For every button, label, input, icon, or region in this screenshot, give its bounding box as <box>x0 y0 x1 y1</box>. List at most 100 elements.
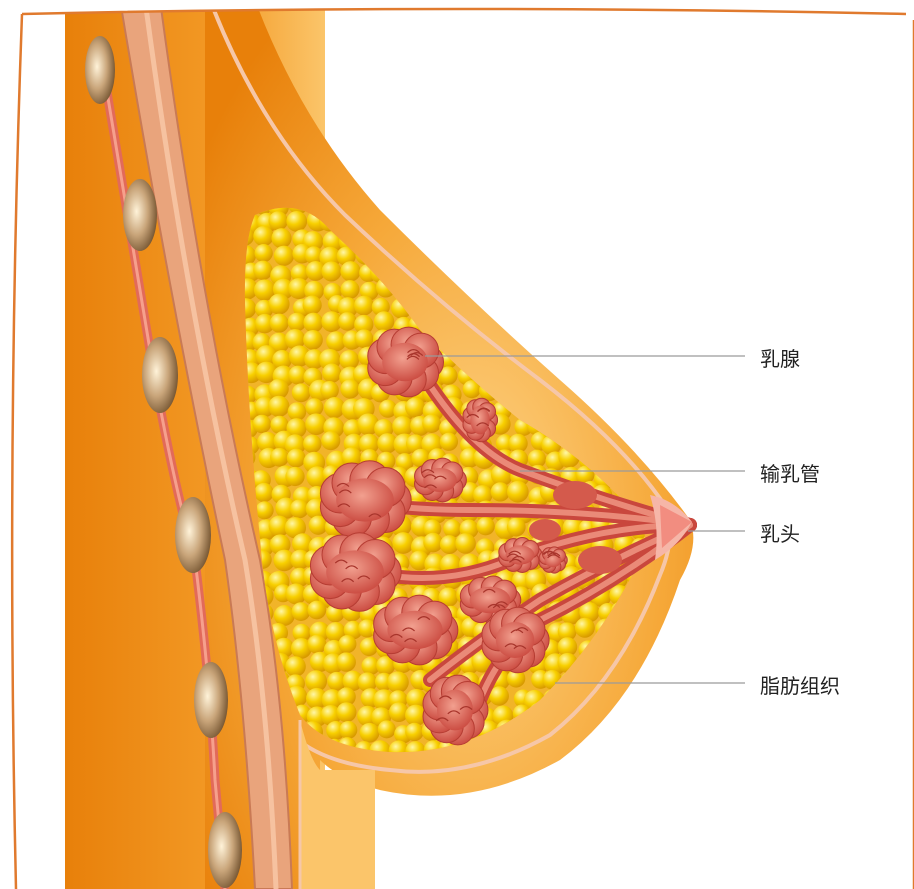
illustration-body <box>65 0 693 889</box>
fat-globule <box>648 298 666 316</box>
fat-globule <box>496 281 518 303</box>
fat-globule <box>580 334 599 353</box>
fat-globule <box>524 295 546 317</box>
fat-globule <box>597 312 618 333</box>
fat-globule <box>337 652 356 671</box>
fat-globule <box>644 263 662 281</box>
fat-globule <box>274 246 294 266</box>
fat-globule <box>507 518 526 537</box>
fat-globule <box>542 211 560 229</box>
fat-globule <box>253 415 271 433</box>
label-duct: 输乳管 <box>760 458 820 487</box>
fat-globule <box>645 702 667 724</box>
fat-globule <box>473 248 493 268</box>
fat-globule <box>578 279 599 300</box>
fat-globule <box>613 210 635 232</box>
fat-globule <box>512 316 533 337</box>
gland-lobule <box>423 675 488 745</box>
fat-globule <box>529 332 550 353</box>
fat-globule <box>627 720 648 741</box>
fat-globule <box>632 366 654 388</box>
fat-globule <box>578 740 599 761</box>
label-gland: 乳腺 <box>760 343 800 372</box>
fat-globule <box>338 635 356 653</box>
fat-globule <box>496 248 515 267</box>
fat-globule <box>613 397 632 416</box>
fat-globule <box>650 652 669 671</box>
fat-globule <box>549 230 567 248</box>
fat-globule <box>303 435 321 453</box>
fat-globule <box>285 656 306 677</box>
fat-globule <box>493 210 512 229</box>
fat-globule <box>254 483 273 502</box>
fat-globule <box>492 265 510 283</box>
fat-globule <box>340 379 359 398</box>
fat-globule <box>530 280 551 301</box>
fat-globule <box>388 194 408 214</box>
fat-globule <box>508 279 528 299</box>
fat-globule <box>269 294 290 315</box>
fat-globule <box>612 195 631 214</box>
fat-globule <box>285 467 304 486</box>
fat-globule <box>374 311 394 331</box>
fat-globule <box>491 298 510 317</box>
fat-globule <box>559 298 581 320</box>
fat-globule <box>557 245 578 266</box>
fat-globule <box>615 738 633 756</box>
fat-globule <box>545 193 563 211</box>
fat-globule <box>631 213 650 232</box>
fat-globule <box>594 742 613 761</box>
fat-globule <box>395 212 413 230</box>
fat-globule <box>594 262 616 284</box>
fat-globule <box>292 383 311 402</box>
fat-globule <box>531 247 550 266</box>
fat-globule <box>564 331 586 353</box>
fat-globule <box>633 691 652 710</box>
fat-globule <box>643 227 663 247</box>
fat-globule <box>456 209 476 229</box>
fat-globule <box>338 312 357 331</box>
fat-globule <box>590 363 611 384</box>
fat-globule <box>526 316 547 337</box>
fat-globule <box>429 195 448 214</box>
fat-globule <box>648 315 669 336</box>
label-fat: 脂肪组织 <box>760 670 840 699</box>
gland-lobule <box>482 607 549 672</box>
fat-globule <box>322 364 341 383</box>
fat-globule <box>341 280 360 299</box>
fat-globule <box>510 210 529 229</box>
fat-globule <box>598 230 618 250</box>
fat-globule <box>478 266 496 284</box>
fat-globule <box>303 330 323 350</box>
fat-globule <box>644 209 666 231</box>
fat-globule <box>591 214 611 234</box>
fat-globule <box>529 193 548 212</box>
fat-globule <box>405 397 425 417</box>
fat-globule <box>270 314 289 333</box>
fat-globule <box>597 399 618 420</box>
fat-globule <box>616 348 635 367</box>
fat-globule <box>458 245 477 264</box>
fat-globule <box>597 328 616 347</box>
fat-globule <box>270 448 289 467</box>
fat-globule <box>562 210 582 230</box>
fat-globule <box>387 671 409 693</box>
fat-globule <box>631 299 652 320</box>
fat-globule <box>461 194 480 213</box>
fat-globule <box>274 605 295 626</box>
fat-globule <box>458 231 479 252</box>
fat-globule <box>360 723 380 743</box>
fat-globule <box>628 380 648 400</box>
fat-globule <box>405 213 426 234</box>
fat-globule <box>443 195 462 214</box>
fat-globule <box>558 282 578 302</box>
fat-globule <box>649 367 668 386</box>
rib-segment <box>194 662 228 738</box>
fat-globule <box>650 246 668 264</box>
fat-globule <box>576 231 595 250</box>
fat-globule <box>583 313 601 331</box>
fat-globule <box>455 533 476 554</box>
fat-globule <box>649 724 670 745</box>
